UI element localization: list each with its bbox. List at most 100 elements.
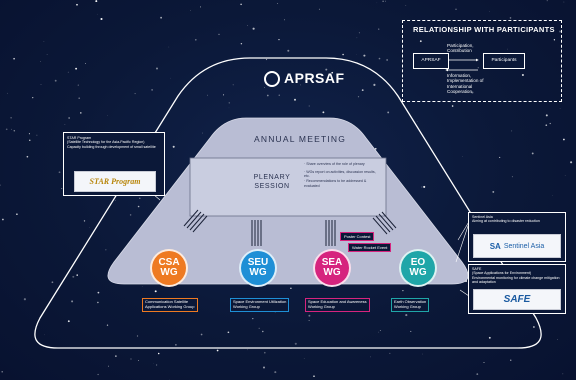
star-dot <box>264 351 266 354</box>
star-dot <box>136 335 139 337</box>
legend-bottom-note: Information, Implementation of Internati… <box>447 73 484 94</box>
star-dot <box>287 49 290 52</box>
star-dot <box>40 83 42 85</box>
star-dot <box>290 287 292 290</box>
wg-circle: SEU WG <box>239 249 277 287</box>
star-dot <box>423 185 426 188</box>
star-dot <box>549 122 551 125</box>
star-dot <box>105 249 107 251</box>
star-dot <box>531 152 534 155</box>
star-dot <box>559 30 562 33</box>
star-dot <box>10 116 12 119</box>
safe-callout: SAFE (Space Applications for Environment… <box>468 264 566 314</box>
connector-stripes <box>183 209 397 246</box>
star-dot <box>553 39 556 41</box>
sentinel-asia-text: Sentinel Asia Aiming at contributing to … <box>472 215 540 224</box>
star-dot <box>26 155 29 158</box>
star-dot <box>157 352 160 355</box>
star-dot <box>252 317 254 320</box>
star-dot <box>373 83 376 86</box>
star-dot <box>410 330 412 332</box>
star-dot <box>71 300 74 303</box>
safe-text: SAFE (Space Applications for Environment… <box>472 267 560 284</box>
aprsaf-logo-mark <box>264 71 280 87</box>
star-dot <box>2 218 4 221</box>
plenary-notes: · Share overview of the role of plenary … <box>304 162 380 188</box>
star-dot <box>95 0 98 3</box>
star-dot <box>100 17 103 21</box>
star-dot <box>385 0 386 2</box>
star-dot <box>266 94 269 97</box>
star-dot <box>546 0 548 2</box>
star-dot <box>303 358 305 359</box>
star-dot <box>284 19 286 21</box>
star-dot <box>405 5 407 6</box>
star-dot <box>342 53 344 56</box>
star-dot <box>263 366 265 369</box>
star-dot <box>97 291 100 294</box>
star-dot <box>168 46 170 48</box>
star-dot <box>511 130 513 132</box>
star-dot <box>262 330 264 333</box>
star-dot <box>318 8 320 10</box>
star-dot <box>533 326 535 328</box>
star-dot <box>278 38 280 41</box>
star-dot <box>308 105 310 107</box>
star-dot <box>10 128 12 130</box>
star-dot <box>507 48 508 50</box>
star-dot <box>51 281 54 284</box>
star-dot <box>141 286 143 287</box>
star-dot <box>455 51 456 53</box>
star-dot <box>64 124 66 125</box>
star-dot <box>96 13 98 15</box>
star-dot <box>232 84 234 86</box>
star-dot <box>313 375 315 377</box>
star-dot <box>308 314 311 317</box>
star-dot <box>252 27 255 30</box>
star-dot <box>108 365 109 367</box>
sentinel-asia-card: SA Sentinel Asia <box>473 234 561 258</box>
star-dot <box>247 25 248 26</box>
star-dot <box>563 138 565 141</box>
star-dot <box>557 339 559 340</box>
star-dot <box>223 94 225 96</box>
star-dot <box>228 102 231 104</box>
star-dot <box>68 117 70 119</box>
star-dot <box>106 324 109 326</box>
star-dot <box>240 42 243 45</box>
star-dot <box>483 361 485 364</box>
star-dot <box>16 213 18 216</box>
star-dot <box>85 63 86 65</box>
star-dot <box>61 188 63 190</box>
wg-label: Communication Satellite Applications Wor… <box>142 298 198 312</box>
star-dot <box>378 331 380 333</box>
aprsaf-logo-text: APRSAF <box>284 70 345 86</box>
star-program-card-text: STAR Program <box>89 177 141 186</box>
star-dot <box>67 320 70 323</box>
star-dot <box>77 84 79 86</box>
star-dot <box>97 373 99 376</box>
star-dot <box>138 360 139 361</box>
relationship-legend: RELATIONSHIP WITH PARTICIPANTS APRSAF Pa… <box>402 20 562 102</box>
star-dot <box>455 8 457 10</box>
star-dot <box>278 94 280 96</box>
star-program-callout: STAR Program (Satellite Technology for t… <box>63 132 165 196</box>
star-dot <box>331 71 334 74</box>
star-dot <box>322 111 325 114</box>
sentinel-asia-callout: Sentinel Asia Aiming at contributing to … <box>468 212 566 262</box>
star-dot <box>75 67 78 70</box>
star-dot <box>521 73 524 77</box>
star-dot <box>200 333 203 336</box>
star-dot <box>499 156 501 158</box>
star-dot <box>363 54 366 57</box>
star-dot <box>13 57 15 60</box>
legend-aprsaf-box: APRSAF <box>413 53 449 69</box>
star-dot <box>308 320 310 322</box>
star-dot <box>511 176 513 178</box>
star-dot <box>134 93 136 95</box>
star-dot <box>462 156 463 157</box>
star-dot <box>421 186 423 188</box>
wg-label: Earth Observation Working Group <box>391 298 430 312</box>
